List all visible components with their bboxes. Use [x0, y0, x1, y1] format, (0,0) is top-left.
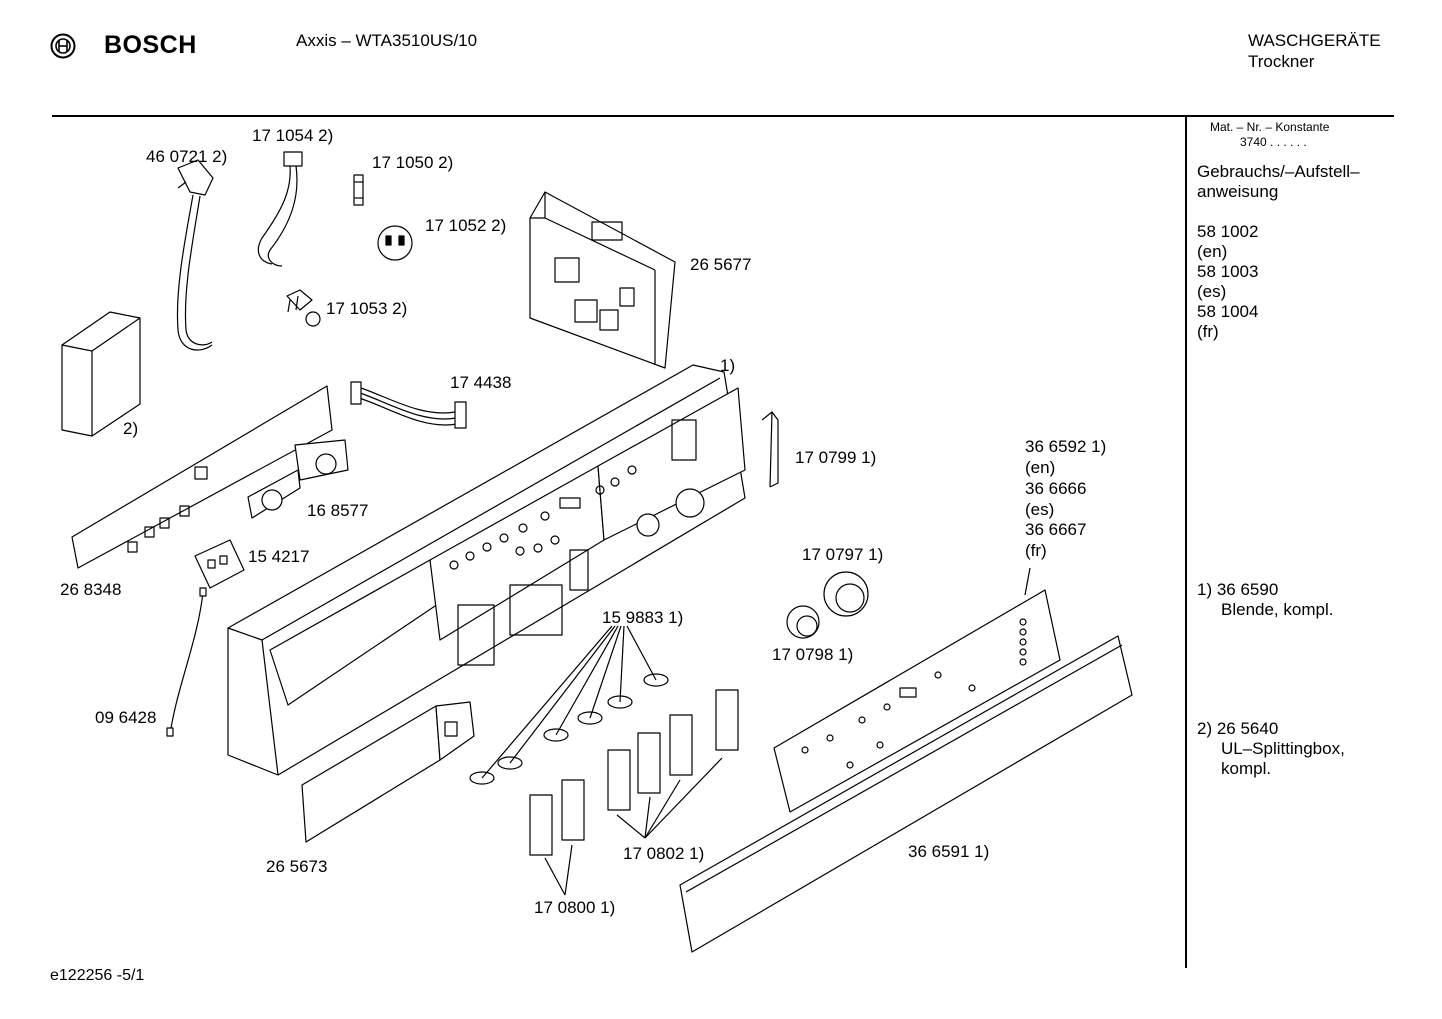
manual-number: 58 1002	[1197, 222, 1259, 241]
part-label: 46 0721 2)	[146, 147, 228, 166]
knob-part	[786, 571, 869, 639]
front-strip-part	[679, 635, 1133, 953]
part-label: 15 9883 1)	[602, 608, 684, 627]
part-label: (en)	[1025, 458, 1056, 477]
part-label: 17 4438	[450, 373, 512, 392]
push-button-part	[529, 779, 585, 896]
light-guide-part	[301, 701, 475, 843]
electronic-module-part	[529, 191, 676, 369]
part-label: 17 0802 1)	[623, 844, 705, 863]
part-label: 09 6428	[95, 708, 157, 727]
part-label: 1)	[720, 356, 736, 375]
manual-number: 58 1003	[1197, 262, 1259, 281]
part-label: 15 4217	[248, 547, 310, 566]
part-label: 17 1052 2)	[425, 216, 507, 235]
brand-name: BOSCH	[104, 31, 197, 59]
terminal-part	[286, 289, 321, 327]
manual-number: 58 1004	[1197, 302, 1259, 321]
model-title: Axxis – WTA3510US/10	[296, 31, 478, 50]
door-switch-part	[194, 539, 245, 589]
part-label: 17 0798 1)	[772, 645, 854, 664]
manual-label-2: anweisung	[1197, 182, 1279, 201]
part-label: 36 6667	[1025, 520, 1087, 539]
bracket-part	[761, 411, 779, 488]
part-label: (es)	[1025, 500, 1055, 519]
manual-lang: (fr)	[1197, 322, 1219, 341]
part-label: 2)	[123, 419, 139, 438]
ribbon-cable-part	[350, 381, 467, 429]
mat-label: Mat. – Nr. – Konstante	[1210, 120, 1330, 134]
part-label: (fr)	[1025, 541, 1047, 560]
part-label: 17 0800 1)	[534, 898, 616, 917]
document-id: e122256 -5/1	[50, 967, 145, 984]
part-label: 26 5677	[690, 255, 752, 274]
sidebar-divider	[1185, 116, 1187, 968]
circuit-board-part	[71, 385, 333, 569]
power-cord-part	[176, 159, 214, 351]
spring-part	[469, 625, 669, 785]
part-label: 36 6591 1)	[908, 842, 990, 861]
harness-part	[257, 151, 303, 267]
note2-number: 2) 26 5640	[1197, 719, 1279, 738]
rotary-switch-part	[247, 439, 349, 519]
part-label: 36 6592 1)	[1025, 437, 1107, 456]
part-label: 16 8577	[307, 501, 369, 520]
control-overlay-part	[773, 567, 1061, 813]
category-title: WASCHGERÄTE	[1248, 31, 1381, 50]
bosch-logo-icon	[50, 33, 76, 59]
part-label: 17 1053 2)	[326, 299, 408, 318]
part-label: 17 1050 2)	[372, 153, 454, 172]
wire-part	[166, 587, 207, 737]
manual-lang: (en)	[1197, 242, 1228, 261]
manual-lang: (es)	[1197, 282, 1227, 301]
note1-text: Blende, kompl.	[1221, 600, 1334, 619]
note2-text-2: kompl.	[1221, 759, 1272, 778]
splitting-box-part	[61, 311, 141, 437]
part-label: 17 0799 1)	[795, 448, 877, 467]
manual-label: Gebrauchs/–Aufstell–	[1197, 162, 1360, 181]
push-button-part	[607, 689, 739, 839]
mat-value: 3740 . . . . . .	[1240, 135, 1307, 149]
part-label: 36 6666	[1025, 479, 1087, 498]
note1-number: 1) 36 6590	[1197, 580, 1279, 599]
socket-part	[377, 225, 413, 261]
subcategory-title: Trockner	[1248, 52, 1315, 71]
part-label: 17 1054 2)	[252, 126, 334, 145]
control-panel-part	[227, 364, 746, 776]
fuse-part	[353, 174, 364, 206]
part-label: 17 0797 1)	[802, 545, 884, 564]
part-label: 26 8348	[60, 580, 122, 599]
note2-text: UL–Splittingbox,	[1221, 739, 1345, 758]
header-divider	[52, 115, 1394, 117]
part-label: 26 5673	[266, 857, 328, 876]
